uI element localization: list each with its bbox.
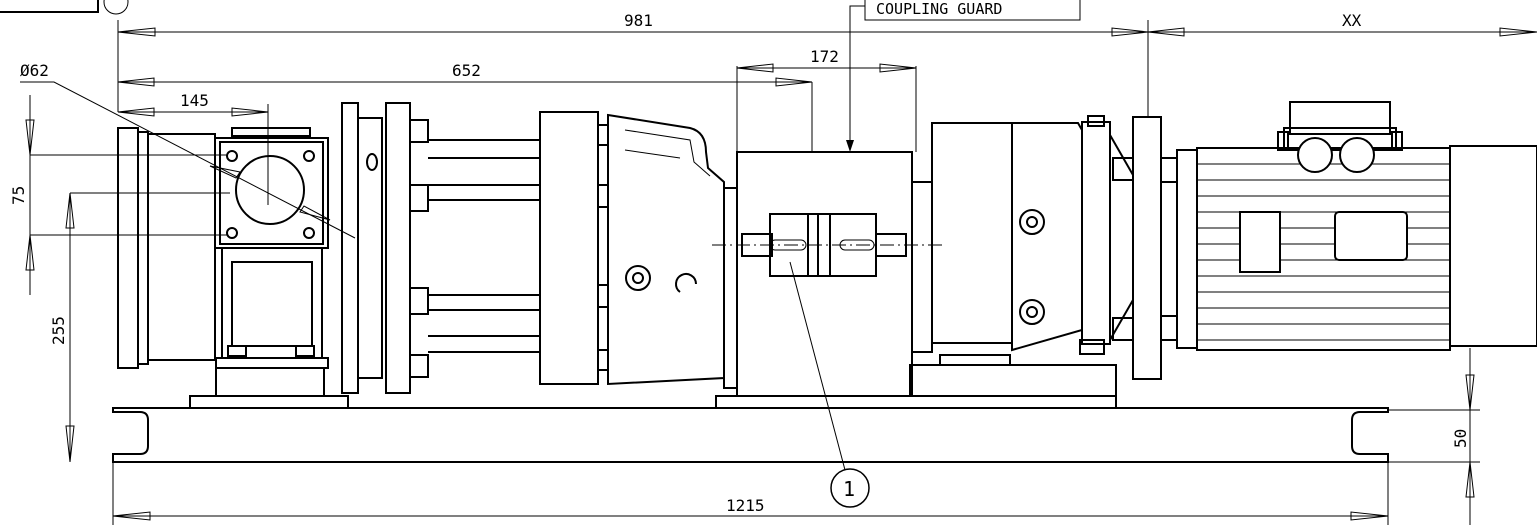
dimension-75: 75 [9, 95, 228, 295]
motor-adapter [909, 115, 1117, 397]
dimension-145: 145 [117, 91, 269, 205]
dimension-652: 652 [117, 61, 813, 215]
coupling-guard [723, 151, 933, 397]
pump-flange-plates [341, 102, 540, 394]
dimension-145-text: 145 [180, 91, 209, 110]
dimension-50-text: 50 [1451, 429, 1470, 448]
dimension-1215-text: 1215 [726, 496, 765, 515]
dimension-255-text: 255 [49, 316, 68, 345]
bearing-housing [539, 111, 725, 386]
dimension-981: 981 [117, 11, 1149, 112]
dimension-172-text: 172 [810, 47, 839, 66]
dimension-xx-text: XX [1342, 11, 1362, 30]
balloon-1: 1 [789, 261, 870, 508]
dimension-xx: XX [1147, 11, 1537, 118]
pump-square-flange [214, 137, 329, 249]
coupling [712, 213, 942, 277]
dimension-652-text: 652 [452, 61, 481, 80]
pump-inlet-port [117, 127, 311, 369]
motor-cooling-fins [1197, 163, 1450, 341]
dimension-172: 172 [736, 47, 917, 152]
dimension-diameter-62-text: Ø62 [20, 61, 49, 80]
base-frame [112, 395, 1389, 463]
dimension-diameter-62: Ø62 [20, 61, 356, 239]
dimension-75-text: 75 [9, 186, 28, 205]
coupling-guard-text: COUPLING GUARD [876, 0, 1002, 18]
dimension-1215: 1215 [112, 462, 1389, 525]
coupling-guard-label: COUPLING GUARD [846, 0, 1081, 152]
motor-flange [1109, 116, 1178, 380]
pump-lower-body [215, 247, 329, 397]
dimension-255: 255 [49, 192, 230, 463]
dimension-981-text: 981 [624, 11, 653, 30]
title-block-fragment [0, 0, 129, 15]
dimension-50: 50 [1388, 348, 1480, 525]
balloon-1-text: 1 [843, 477, 855, 501]
motor-body [1176, 145, 1537, 351]
motor-terminal-box [1277, 101, 1403, 173]
